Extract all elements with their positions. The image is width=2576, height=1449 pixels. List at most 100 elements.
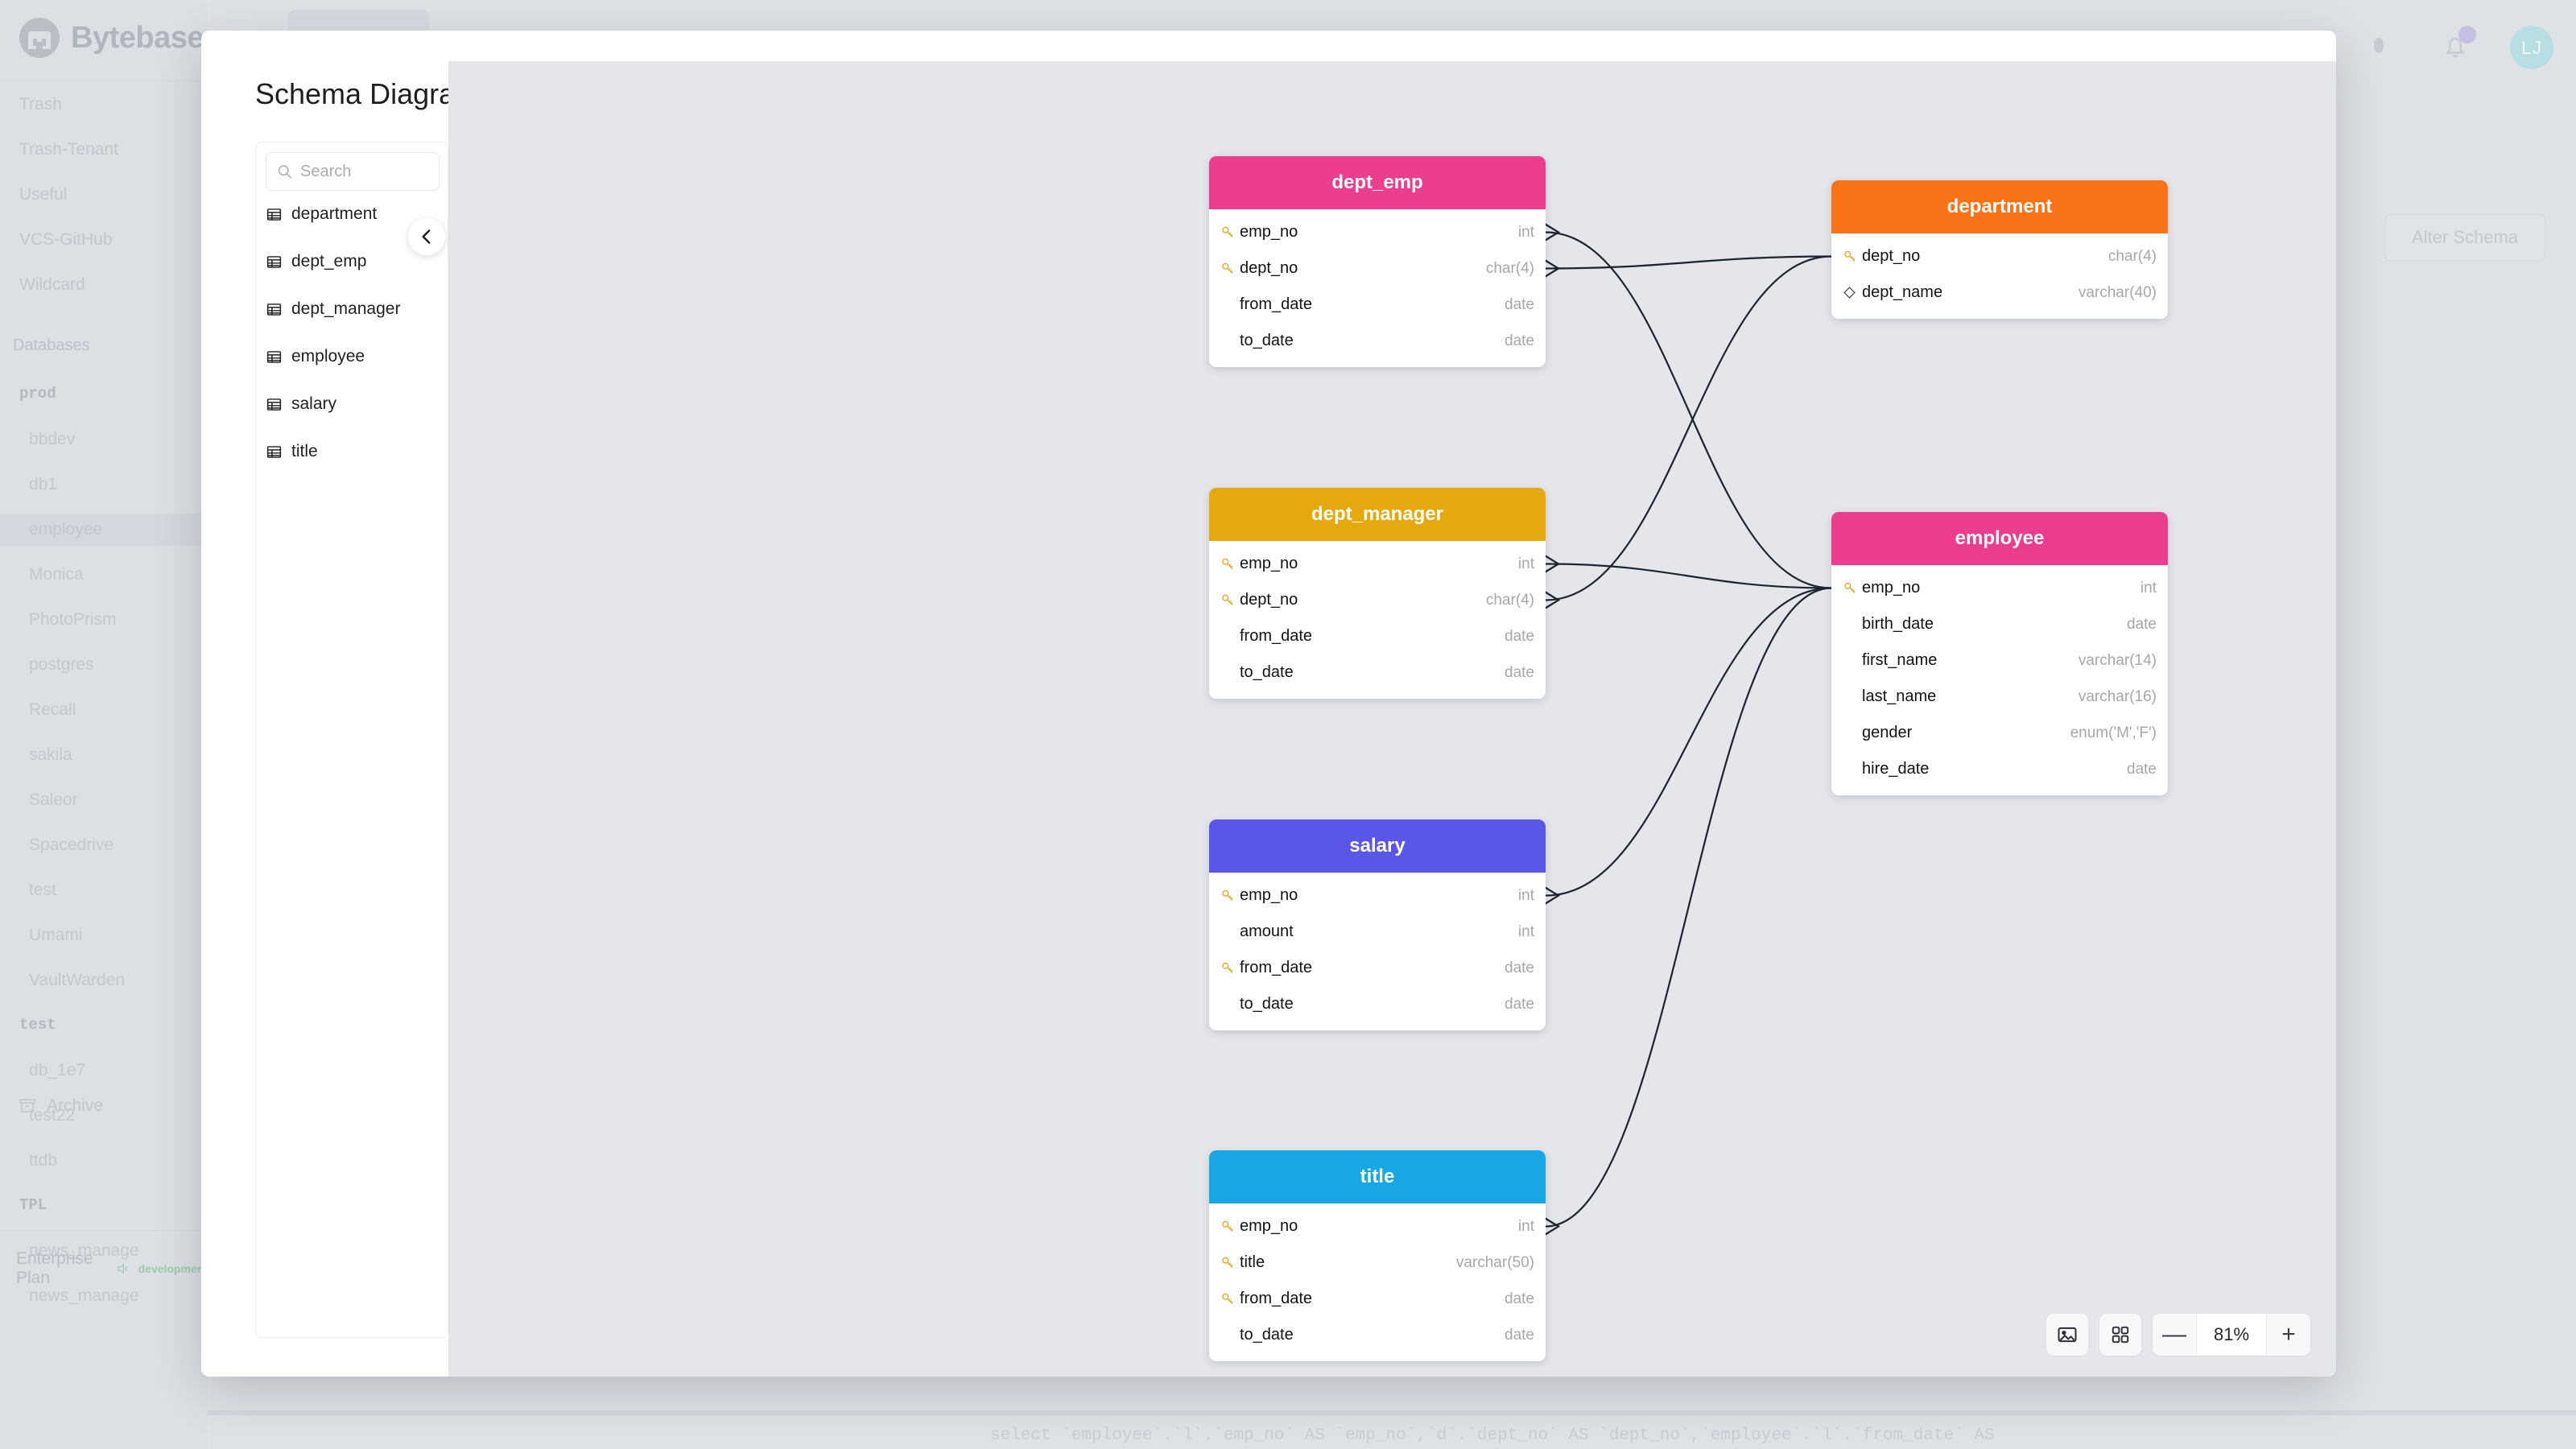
search-box[interactable] bbox=[266, 152, 440, 191]
sidebar-item-archive[interactable]: Archive bbox=[18, 1096, 103, 1116]
table-list-item-dept_manager[interactable]: dept_manager bbox=[266, 297, 448, 321]
alter-schema-button[interactable]: Alter Schema bbox=[2384, 214, 2545, 261]
db-item-news_manage[interactable]: news_manage bbox=[29, 1241, 139, 1260]
bug-icon[interactable] bbox=[2365, 32, 2392, 60]
db-item-monica[interactable]: Monica bbox=[29, 565, 84, 584]
column-type: int bbox=[1517, 223, 1534, 241]
sidebar-item-trash-tenant[interactable]: Trash-Tenant bbox=[19, 140, 118, 159]
zoom-out-button[interactable]: — bbox=[2162, 1321, 2186, 1348]
page-title: Schema Diagram bbox=[255, 77, 480, 110]
db-item-spacedrive[interactable]: Spacedrive bbox=[29, 836, 114, 854]
db-item-test22[interactable]: test22 bbox=[29, 1106, 76, 1125]
search-icon bbox=[278, 165, 292, 179]
column-name: from_date bbox=[1240, 627, 1313, 645]
column-name: emp_no bbox=[1240, 223, 1298, 241]
table-list-item-title[interactable]: title bbox=[266, 440, 448, 464]
table-node-header: salary bbox=[1209, 819, 1546, 873]
speaker-icon bbox=[118, 1263, 127, 1274]
table-icon bbox=[266, 350, 282, 363]
db-item-vaultwarden[interactable]: VaultWarden bbox=[29, 971, 126, 989]
sidebar-item-vcs-github[interactable]: VCS-GitHub bbox=[19, 230, 113, 249]
sidebar-item-useful[interactable]: Useful bbox=[19, 185, 68, 204]
column-name: dept_no bbox=[1240, 259, 1298, 277]
db-item-recall[interactable]: Recall bbox=[29, 700, 76, 719]
column-type: date bbox=[1505, 332, 1534, 349]
brand-logo[interactable]: Bytebase bbox=[19, 18, 204, 58]
table-list-item-salary[interactable]: salary bbox=[266, 392, 448, 416]
db-item-umami[interactable]: Umami bbox=[29, 926, 83, 944]
db-item-test[interactable]: test bbox=[29, 881, 56, 899]
db-item-sakila[interactable]: sakila bbox=[29, 745, 72, 764]
zoom-in-button[interactable]: + bbox=[2281, 1321, 2296, 1348]
table-list-item-department[interactable]: department bbox=[266, 202, 448, 226]
db-item-photoprism[interactable]: PhotoPrism bbox=[29, 610, 117, 629]
fit-view-button[interactable] bbox=[2099, 1314, 2141, 1356]
sidebar-item-wildcard[interactable]: Wildcard bbox=[19, 275, 85, 294]
db-group-prod[interactable]: prod bbox=[19, 385, 56, 402]
sidebar-item-trash[interactable]: Trash bbox=[19, 95, 62, 114]
db-item-db1[interactable]: db1 bbox=[29, 475, 58, 493]
db-item-ttdb[interactable]: ttdb bbox=[29, 1151, 58, 1170]
avatar[interactable]: LJ bbox=[2510, 26, 2553, 69]
collapse-panel-button[interactable] bbox=[408, 218, 445, 255]
db-group-test[interactable]: test bbox=[19, 1016, 56, 1034]
edge-dept_manager-to-employee bbox=[1545, 563, 1832, 589]
db-item-postgres[interactable]: postgres bbox=[29, 655, 94, 674]
db-item-news_manage[interactable]: news_manage bbox=[29, 1286, 139, 1305]
db-item-bbdev[interactable]: bbdev bbox=[29, 430, 76, 448]
db-group-TPL[interactable]: TPL bbox=[19, 1196, 47, 1214]
plan-label: Enterprise Plan bbox=[16, 1249, 93, 1287]
table-list-item-dept_emp[interactable]: dept_emp bbox=[266, 250, 448, 274]
column-key-indicator bbox=[1220, 1291, 1240, 1307]
db-item-saleor[interactable]: Saleor bbox=[29, 791, 78, 809]
column-type: date bbox=[2127, 760, 2157, 778]
table-list-item-employee[interactable]: employee bbox=[266, 345, 448, 369]
edge-marker bbox=[1543, 554, 1561, 574]
db-item-db_1e7[interactable]: db_1e7 bbox=[29, 1061, 86, 1080]
column-key-indicator bbox=[1220, 1219, 1240, 1234]
search-input[interactable] bbox=[300, 162, 429, 181]
export-image-button[interactable] bbox=[2046, 1314, 2088, 1356]
bell-icon[interactable] bbox=[2441, 32, 2470, 61]
column-name: dept_no bbox=[1240, 591, 1298, 609]
table-list-item-label: dept_emp bbox=[291, 252, 367, 270]
table-node-header: employee bbox=[1831, 512, 2168, 565]
primary-key-icon bbox=[1222, 962, 1233, 973]
db-item-employee[interactable]: employee bbox=[0, 514, 208, 546]
table-list-item-label: dept_manager bbox=[291, 299, 401, 318]
column-row-emp_no[interactable]: emp_no int bbox=[1209, 214, 1546, 250]
column-type: date bbox=[1505, 995, 1534, 1013]
